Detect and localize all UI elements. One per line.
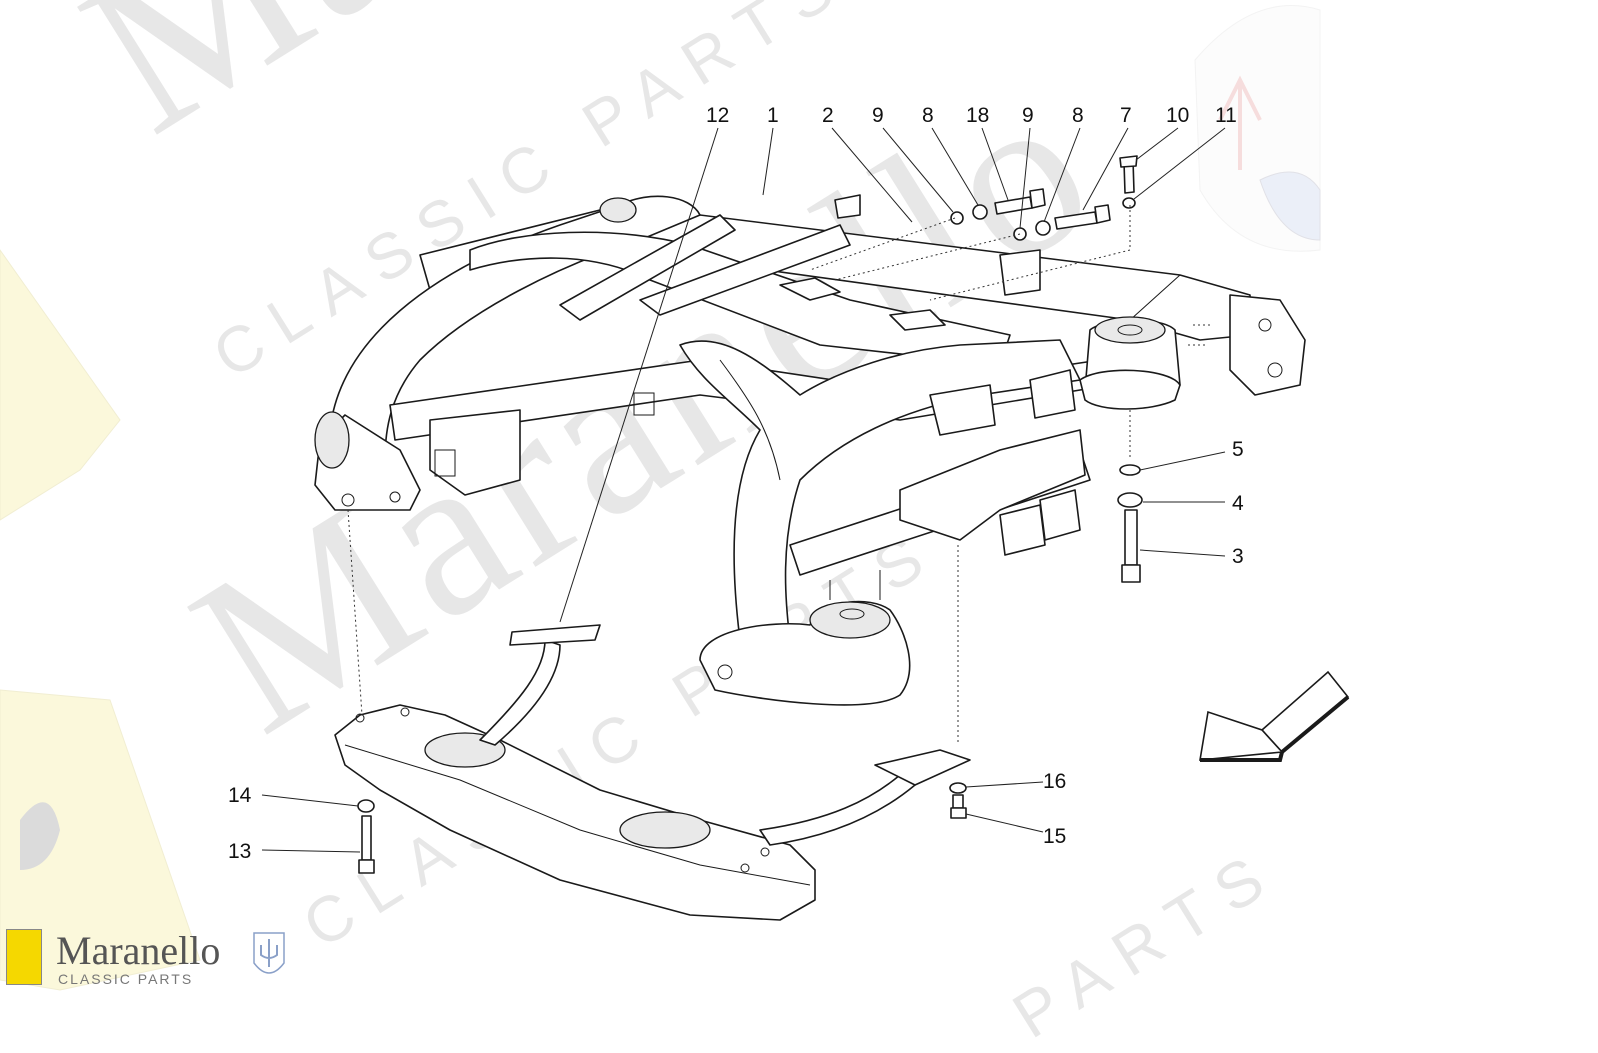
bolt-18 bbox=[994, 196, 1033, 215]
callout-11: 11 bbox=[1215, 104, 1237, 127]
lower-cross-member bbox=[334, 624, 971, 921]
callout-10: 10 bbox=[1166, 104, 1189, 127]
bolt-7 bbox=[1054, 211, 1098, 230]
front-direction-arrow-icon bbox=[1199, 670, 1350, 762]
callout-7: 7 bbox=[1120, 104, 1132, 127]
parts-drawing: 12 1 2 9 8 18 9 8 7 10 11 5 4 3 16 15 14… bbox=[0, 5, 1350, 991]
callout-1: 1 bbox=[767, 104, 779, 127]
washer-8b bbox=[1035, 220, 1051, 236]
rear-subframe bbox=[314, 194, 1306, 706]
faded-trident-emblem-icon bbox=[1194, 5, 1321, 252]
callout-14: 14 bbox=[228, 784, 252, 807]
callout-labels: 12 1 2 9 8 18 9 8 7 10 11 5 4 3 16 15 14… bbox=[228, 104, 1244, 863]
callout-9-second: 9 bbox=[1022, 104, 1034, 127]
callout-8: 8 bbox=[922, 104, 934, 127]
washer-9a bbox=[950, 211, 964, 225]
callout-4: 4 bbox=[1232, 492, 1244, 515]
leader-lines bbox=[261, 127, 1226, 853]
washer-11 bbox=[1122, 197, 1136, 209]
logo-brand: Maranello bbox=[56, 928, 221, 973]
callout-8-second: 8 bbox=[1072, 104, 1084, 127]
callout-16: 16 bbox=[1043, 770, 1066, 793]
callout-5: 5 bbox=[1232, 438, 1244, 461]
logo-tagline: CLASSIC PARTS bbox=[58, 971, 194, 987]
fasteners-bottom bbox=[357, 782, 967, 874]
exploded-diagram: Maranello CLASSIC PARTS Maranello CLASSI… bbox=[0, 0, 1350, 1052]
maserati-trident-icon bbox=[253, 932, 285, 974]
callout-15: 15 bbox=[1043, 825, 1066, 848]
callout-18: 18 bbox=[966, 104, 989, 127]
maranello-logo: Maranello CLASSIC PARTS bbox=[0, 925, 300, 995]
callout-2: 2 bbox=[822, 104, 834, 127]
fasteners-right bbox=[1117, 464, 1143, 583]
callout-3: 3 bbox=[1232, 545, 1244, 568]
callout-13: 13 bbox=[228, 840, 251, 863]
faded-shield-emblem-icon bbox=[0, 249, 201, 991]
fasteners-top bbox=[950, 155, 1138, 241]
alignment-lines bbox=[347, 205, 1210, 745]
ferrari-shield-icon bbox=[6, 929, 42, 985]
washer-8a bbox=[972, 204, 988, 220]
callout-12: 12 bbox=[706, 104, 729, 127]
callout-9: 9 bbox=[872, 104, 884, 127]
